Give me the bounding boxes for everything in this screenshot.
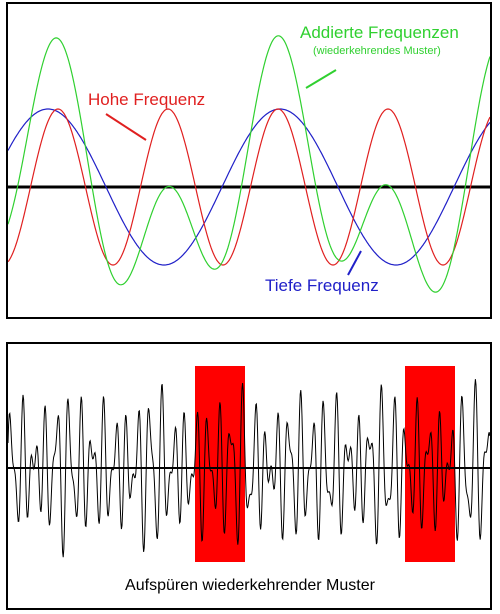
waves-plot	[8, 35, 490, 293]
added-frequencies-wave	[8, 35, 490, 293]
low-frequency-label: Tiefe Frequenz	[265, 276, 379, 295]
added-frequencies-sublabel: (wiederkehrendes Muster)	[313, 45, 441, 57]
composite-signal-wave	[8, 379, 490, 558]
high-frequency-wave	[8, 108, 490, 266]
pointer-high	[105, 113, 147, 141]
pattern-plot	[8, 366, 490, 562]
low-frequency-wave	[8, 108, 490, 266]
pattern-panel	[6, 342, 492, 610]
added-frequencies-label: Addierte Frequenzen	[300, 23, 459, 42]
waves-panel	[6, 2, 492, 319]
caption: Aufspüren wiederkehrender Muster	[125, 577, 375, 594]
pointer-sum	[305, 69, 337, 89]
high-frequency-label: Hohe Frequenz	[88, 90, 206, 109]
pointer-low	[347, 250, 362, 276]
